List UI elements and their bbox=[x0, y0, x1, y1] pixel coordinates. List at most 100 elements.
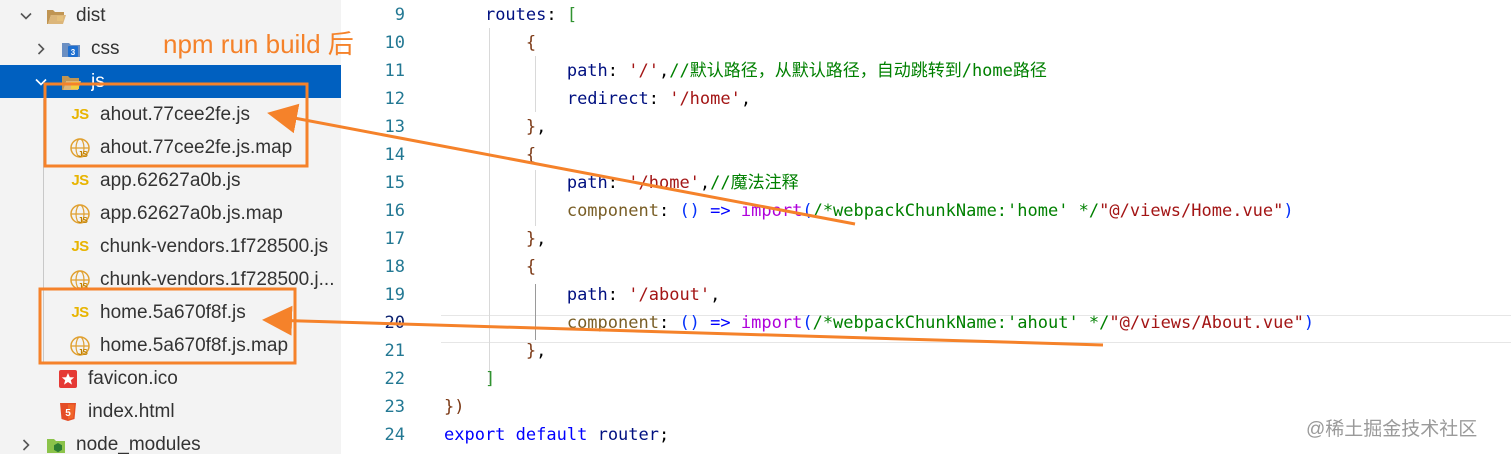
code-token bbox=[700, 313, 710, 333]
code-token bbox=[731, 201, 741, 221]
code-line[interactable]: routes: [ bbox=[444, 1, 577, 29]
code-token: , bbox=[658, 61, 670, 81]
code-line[interactable]: component: () => import(/*webpackChunkNa… bbox=[444, 197, 1294, 225]
tree-item-ahout-js[interactable]: JS ahout.77cee2fe.js bbox=[0, 98, 341, 131]
tree-item-css[interactable]: 3 css bbox=[0, 32, 341, 65]
code-token: ) bbox=[1303, 313, 1315, 333]
tree-item-favicon[interactable]: favicon.ico bbox=[0, 362, 341, 395]
code-token: , bbox=[536, 117, 547, 137]
line-number: 20 bbox=[384, 313, 405, 333]
code-token: => bbox=[710, 201, 731, 221]
js-map-file-icon: JS bbox=[69, 269, 91, 291]
code-token: : bbox=[607, 285, 629, 305]
tree-item-label: js bbox=[91, 70, 105, 92]
tree-item-app-js-map[interactable]: JS app.62627a0b.js.map bbox=[0, 197, 341, 230]
code-indent bbox=[444, 33, 526, 53]
tree-item-label: home.5a670f8f.js bbox=[100, 301, 246, 323]
code-indent bbox=[444, 117, 526, 137]
js-file-icon: JS bbox=[71, 106, 89, 123]
code-token: '/about' bbox=[628, 285, 711, 305]
code-token: : bbox=[607, 173, 629, 193]
folder-open-icon bbox=[45, 5, 67, 27]
code-indent bbox=[444, 173, 567, 193]
line-number: 14 bbox=[384, 145, 405, 165]
line-number: 22 bbox=[384, 369, 405, 389]
code-token: { bbox=[525, 33, 537, 53]
code-token: export bbox=[444, 425, 506, 445]
code-line[interactable]: }) bbox=[444, 393, 464, 421]
tree-item-node-modules[interactable]: node_modules bbox=[0, 428, 341, 454]
tree-item-app-js[interactable]: JS app.62627a0b.js bbox=[0, 164, 341, 197]
tree-item-label: app.62627a0b.js bbox=[100, 169, 241, 191]
code-token: component bbox=[566, 201, 659, 221]
code-line[interactable]: path: '/',//默认路径，从默认路径，自动跳转到/home路径 bbox=[444, 57, 1047, 85]
js-file-icon: JS bbox=[71, 304, 89, 321]
code-token: /*webpackChunkName:'home' */ bbox=[812, 201, 1100, 221]
tree-item-chunk-vendors-js[interactable]: JS chunk-vendors.1f728500.js bbox=[0, 230, 341, 263]
code-token: => bbox=[710, 313, 731, 333]
code-token: path bbox=[566, 173, 608, 193]
code-token bbox=[700, 201, 710, 221]
code-token: [ bbox=[566, 5, 578, 25]
code-indent bbox=[444, 61, 567, 81]
svg-text:JS: JS bbox=[78, 216, 88, 225]
code-token: ) bbox=[1283, 201, 1294, 221]
code-token: } bbox=[525, 341, 537, 361]
code-line[interactable]: ] bbox=[444, 365, 495, 393]
code-token: "@/views/About.vue" bbox=[1109, 313, 1304, 333]
css-folder-icon: 3 bbox=[60, 38, 82, 60]
code-indent bbox=[444, 313, 567, 333]
code-token: : bbox=[546, 5, 567, 25]
code-token: } bbox=[525, 229, 537, 249]
tree-item-chunk-vendors-js-map[interactable]: JS chunk-vendors.1f728500.j... bbox=[0, 263, 341, 296]
tree-item-home-js-map[interactable]: JS home.5a670f8f.js.map bbox=[0, 329, 341, 362]
tree-item-label: ahout.77cee2fe.js.map bbox=[100, 136, 293, 158]
code-token: , bbox=[699, 173, 711, 193]
code-line[interactable]: path: '/about', bbox=[444, 281, 721, 309]
code-line[interactable]: }, bbox=[444, 113, 547, 141]
code-token: : bbox=[658, 201, 680, 221]
svg-text:JS: JS bbox=[78, 348, 88, 357]
code-token: /*webpackChunkName:'ahout' */ bbox=[812, 313, 1110, 333]
code-indent bbox=[444, 201, 567, 221]
code-token: ; bbox=[659, 425, 670, 445]
code-line[interactable]: component: () => import(/*webpackChunkNa… bbox=[444, 309, 1314, 337]
code-line[interactable]: path: '/home',//魔法注释 bbox=[444, 169, 799, 197]
code-line[interactable]: { bbox=[444, 253, 536, 281]
tree-item-ahout-js-map[interactable]: JS ahout.77cee2fe.js.map bbox=[0, 131, 341, 164]
code-line[interactable]: { bbox=[444, 141, 536, 169]
tree-item-index-html[interactable]: 5 index.html bbox=[0, 395, 341, 428]
code-token: path bbox=[566, 285, 608, 305]
code-token: { bbox=[525, 145, 537, 165]
code-indent bbox=[444, 257, 526, 277]
code-line[interactable]: }, bbox=[444, 337, 547, 365]
code-token: router bbox=[597, 425, 659, 445]
tree-item-js[interactable]: js bbox=[0, 65, 341, 98]
code-token: '/home' bbox=[669, 89, 741, 109]
code-token: routes bbox=[484, 5, 547, 25]
code-token bbox=[587, 425, 597, 445]
line-number: 21 bbox=[384, 341, 405, 361]
code-line[interactable]: }, bbox=[444, 225, 547, 253]
code-line[interactable]: export default router; bbox=[444, 421, 669, 449]
tree-item-label: home.5a670f8f.js.map bbox=[100, 334, 289, 356]
chevron-right-icon bbox=[34, 42, 48, 56]
code-token: : bbox=[658, 313, 680, 333]
tree-item-home-js[interactable]: JS home.5a670f8f.js bbox=[0, 296, 341, 329]
code-token: : bbox=[607, 61, 629, 81]
line-number: 24 bbox=[384, 425, 405, 445]
code-token: ( bbox=[802, 201, 813, 221]
line-number: 23 bbox=[384, 397, 405, 417]
tree-item-dist[interactable]: dist bbox=[0, 0, 341, 32]
code-token: "@/views/Home.vue" bbox=[1099, 201, 1284, 221]
code-line[interactable]: { bbox=[444, 29, 536, 57]
svg-text:5: 5 bbox=[65, 408, 71, 419]
svg-text:JS: JS bbox=[78, 282, 88, 291]
chevron-down-icon bbox=[19, 9, 33, 23]
line-number: 19 bbox=[384, 285, 405, 305]
js-map-file-icon: JS bbox=[69, 203, 91, 225]
code-token: default bbox=[515, 425, 588, 445]
code-line[interactable]: redirect: '/home', bbox=[444, 85, 751, 113]
indent-guide-active bbox=[535, 284, 536, 340]
